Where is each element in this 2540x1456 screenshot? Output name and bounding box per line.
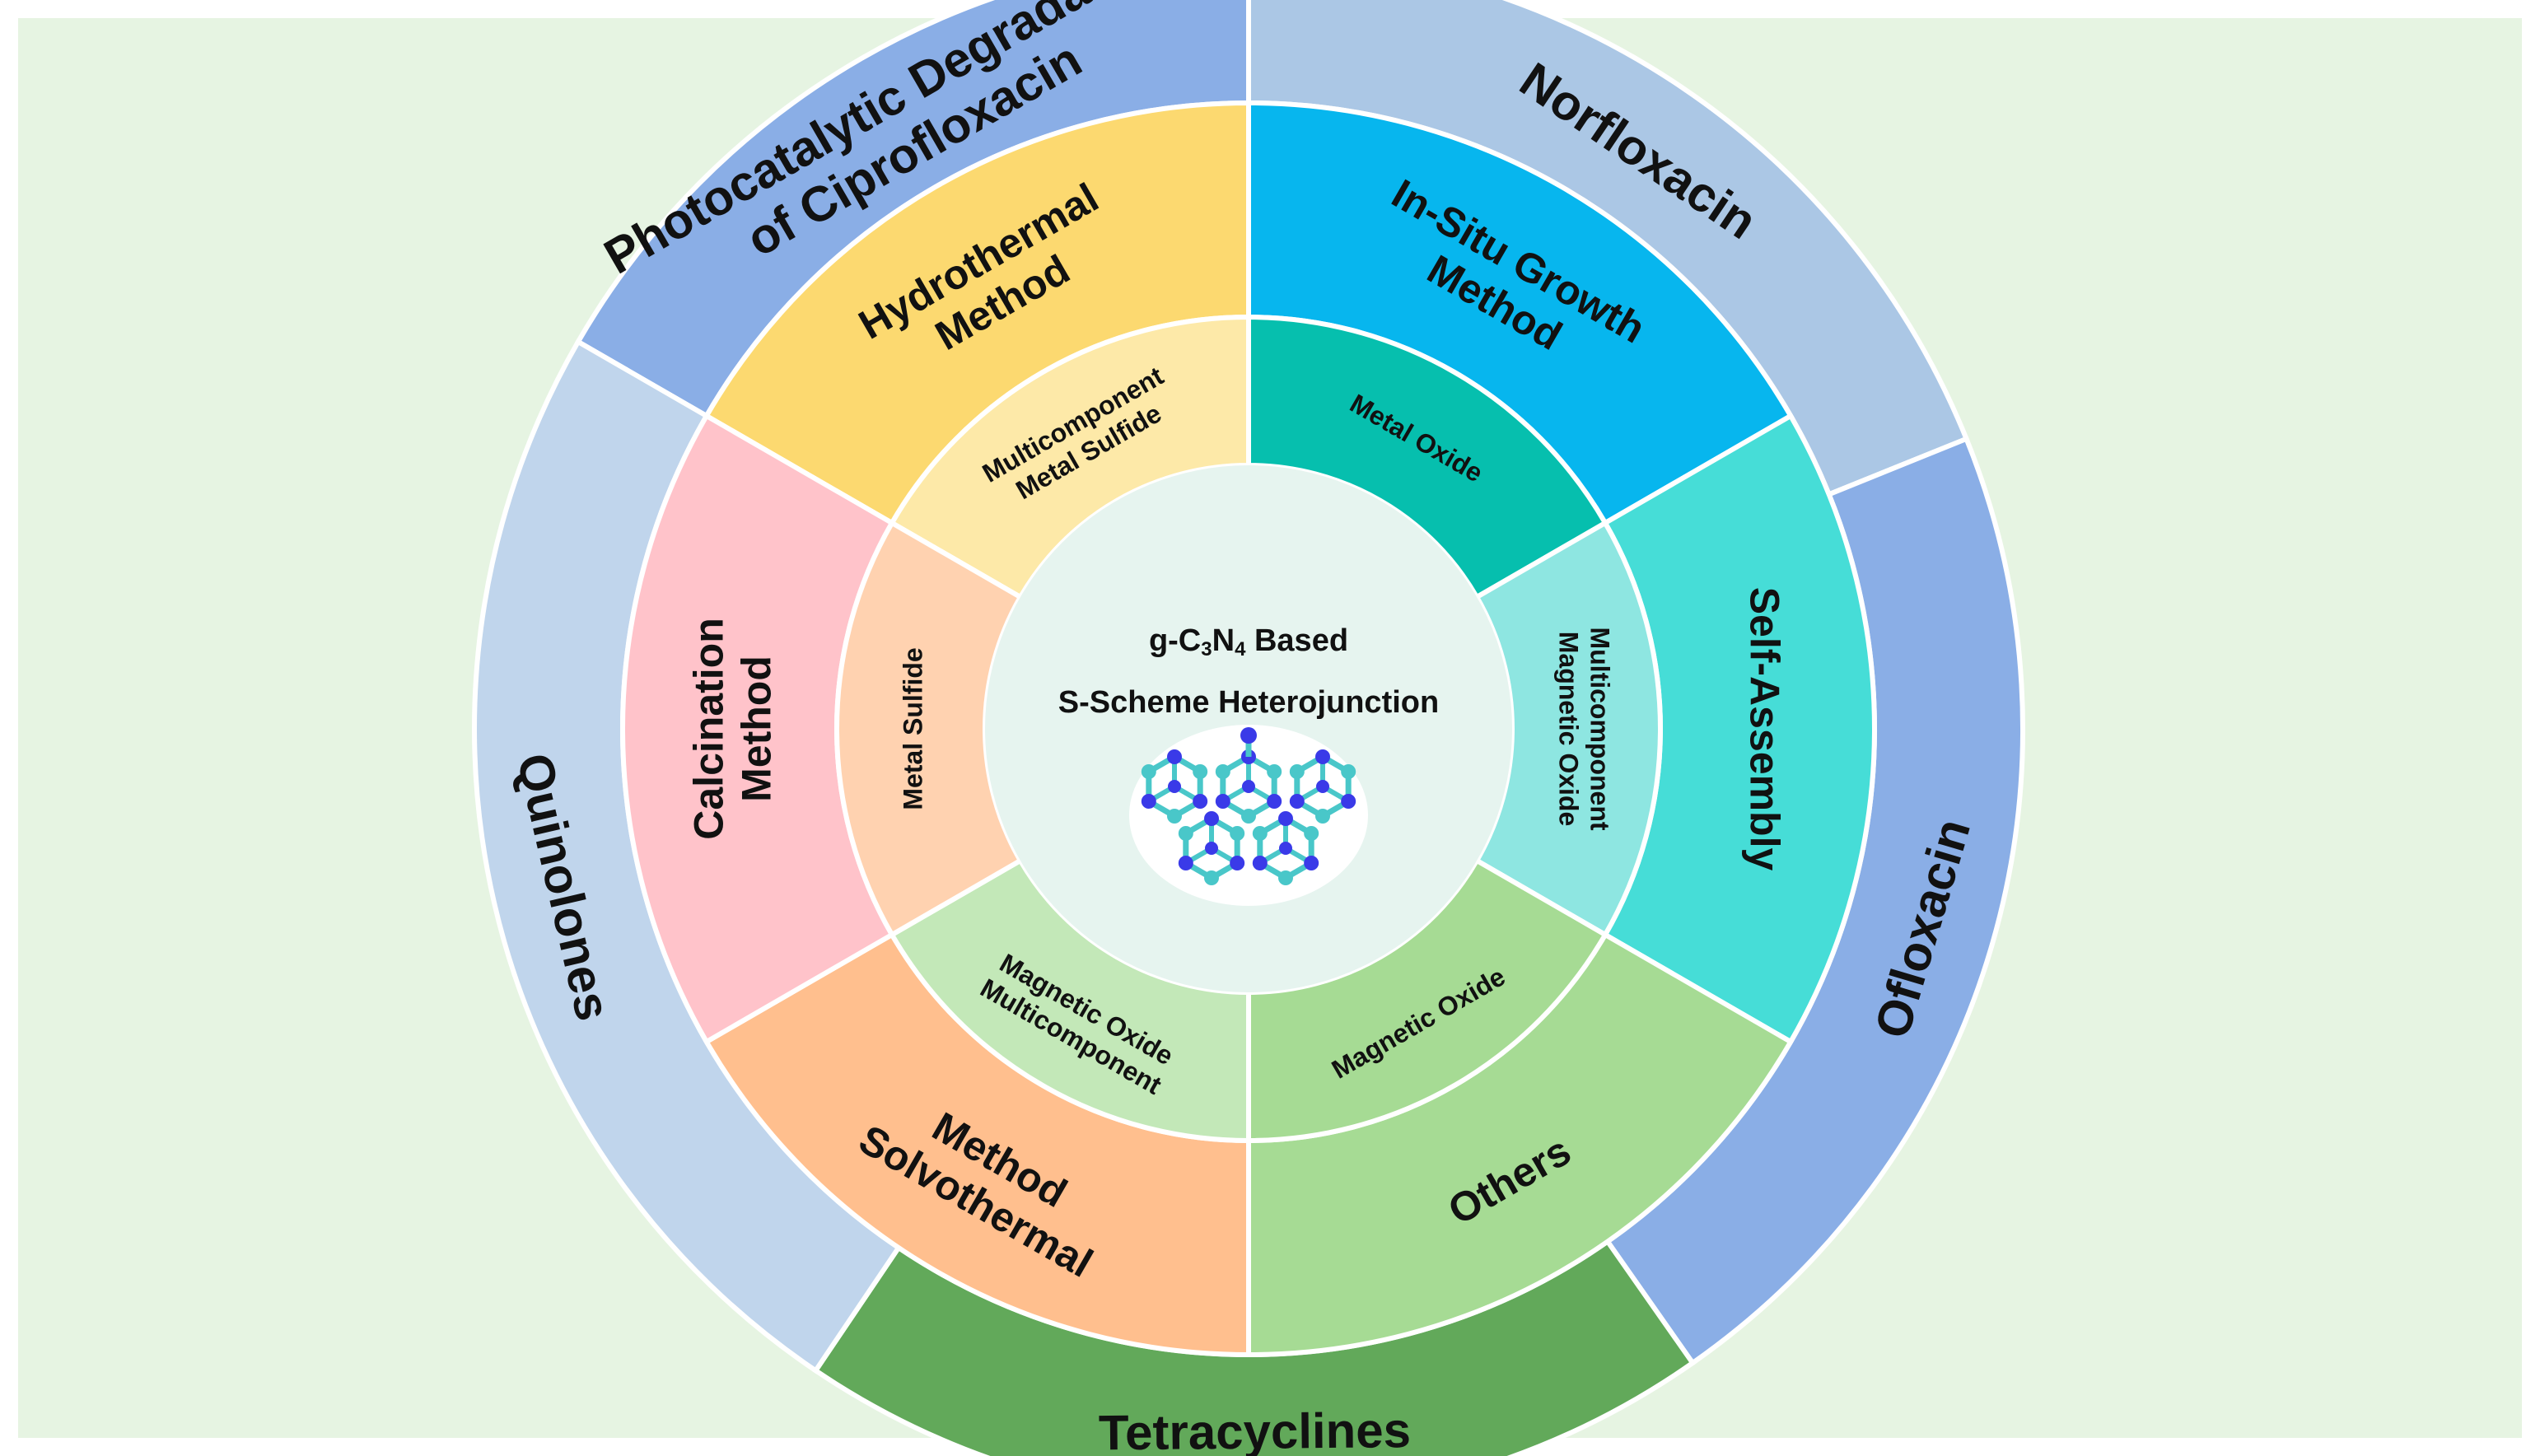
self-assembly-label-text: Self-Assembly (1742, 587, 1788, 871)
multicomponent-magnetic-oxide-right-label: MulticomponentMagnetic Oxide (1554, 627, 1615, 830)
calcination-label: CalcinationMethod (685, 618, 779, 839)
center-title: g-C3N4 Based (1149, 623, 1348, 660)
g-c3n4-molecule-icon (1129, 725, 1368, 906)
center-subtitle: S-Scheme Heterojunction (1058, 685, 1439, 720)
metal-sulfide-label-text: Metal Sulfide (898, 647, 927, 810)
self-assembly-label: Self-Assembly (1742, 587, 1788, 871)
tetracyclines-label: Tetracyclines (1099, 1402, 1412, 1456)
multicomponent-magnetic-oxide-right-label-text: MulticomponentMagnetic Oxide (1554, 627, 1615, 830)
calcination-label-text: CalcinationMethod (685, 618, 779, 839)
center-hub: g-C3N4 Based S-Scheme Heterojunction (985, 465, 1512, 992)
tetracyclines-label-text: Tetracyclines (1099, 1402, 1412, 1456)
metal-sulfide-label: Metal Sulfide (898, 647, 927, 810)
